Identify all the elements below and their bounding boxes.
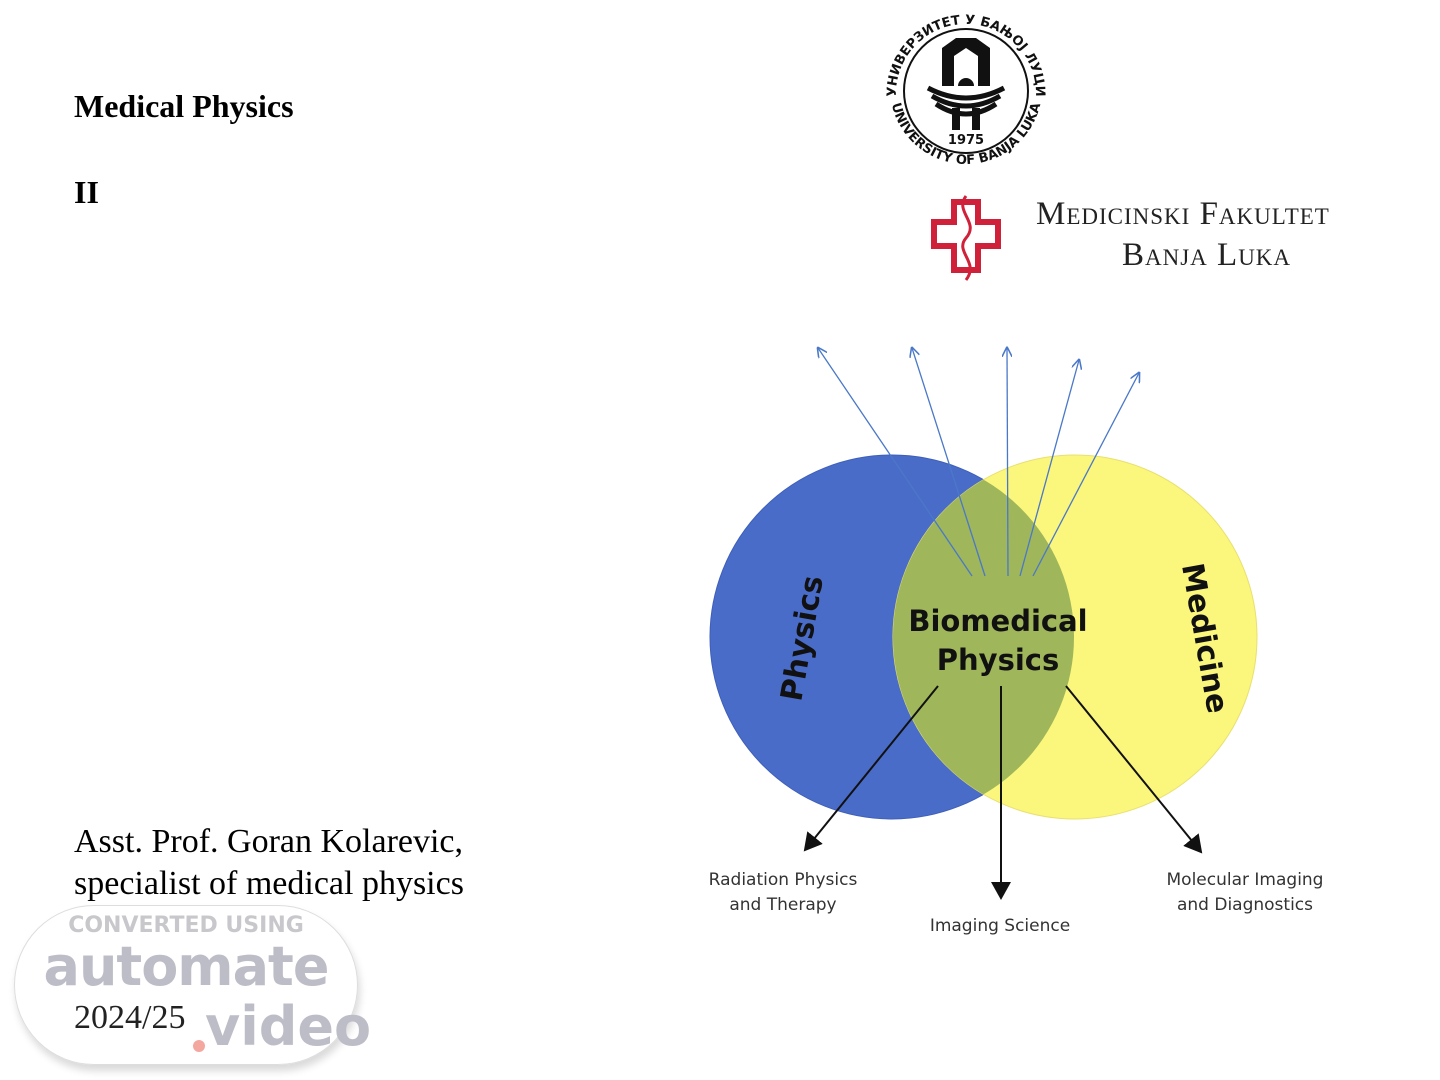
overlap-region xyxy=(893,455,1074,819)
output-2-line1: Imaging Science xyxy=(930,916,1070,936)
faculty-cross-logo xyxy=(931,195,1001,281)
watermark: CONVERTED USING automate video xyxy=(14,905,371,1065)
slide-subtitle: II xyxy=(74,174,99,210)
output-1-line2: and Therapy xyxy=(729,895,836,915)
center-label-line1: Biomedical xyxy=(908,604,1087,638)
author-name: Asst. Prof. Goran Kolarevic, xyxy=(74,823,464,860)
watermark-line1: CONVERTED USING xyxy=(68,913,304,938)
watermark-dot xyxy=(193,1040,205,1052)
watermark-line2: automate xyxy=(43,935,330,998)
academic-year: 2024/25 xyxy=(74,999,186,1036)
seal-year: 1975 xyxy=(948,133,984,148)
author-title: specialist of medical physics xyxy=(74,865,464,902)
upward-arrows xyxy=(818,348,1139,577)
output-3-line2: and Diagnostics xyxy=(1177,895,1313,915)
faculty-name-line1: Medicinski Fakultet xyxy=(1036,196,1330,232)
faculty-name-line2: Banja Luka xyxy=(1122,237,1292,273)
center-label-line2: Physics xyxy=(937,643,1059,677)
watermark-line3: video xyxy=(205,995,372,1058)
slide-title: Medical Physics xyxy=(74,88,294,124)
output-1-line1: Radiation Physics xyxy=(709,870,858,890)
university-seal-logo: УНИВЕРЗИТЕТ У БАЊОЈ ЛУЦИ UNIVERSITY OF B… xyxy=(885,13,1047,168)
output-3-line1: Molecular Imaging xyxy=(1167,870,1324,890)
downward-arrows xyxy=(803,685,1203,900)
